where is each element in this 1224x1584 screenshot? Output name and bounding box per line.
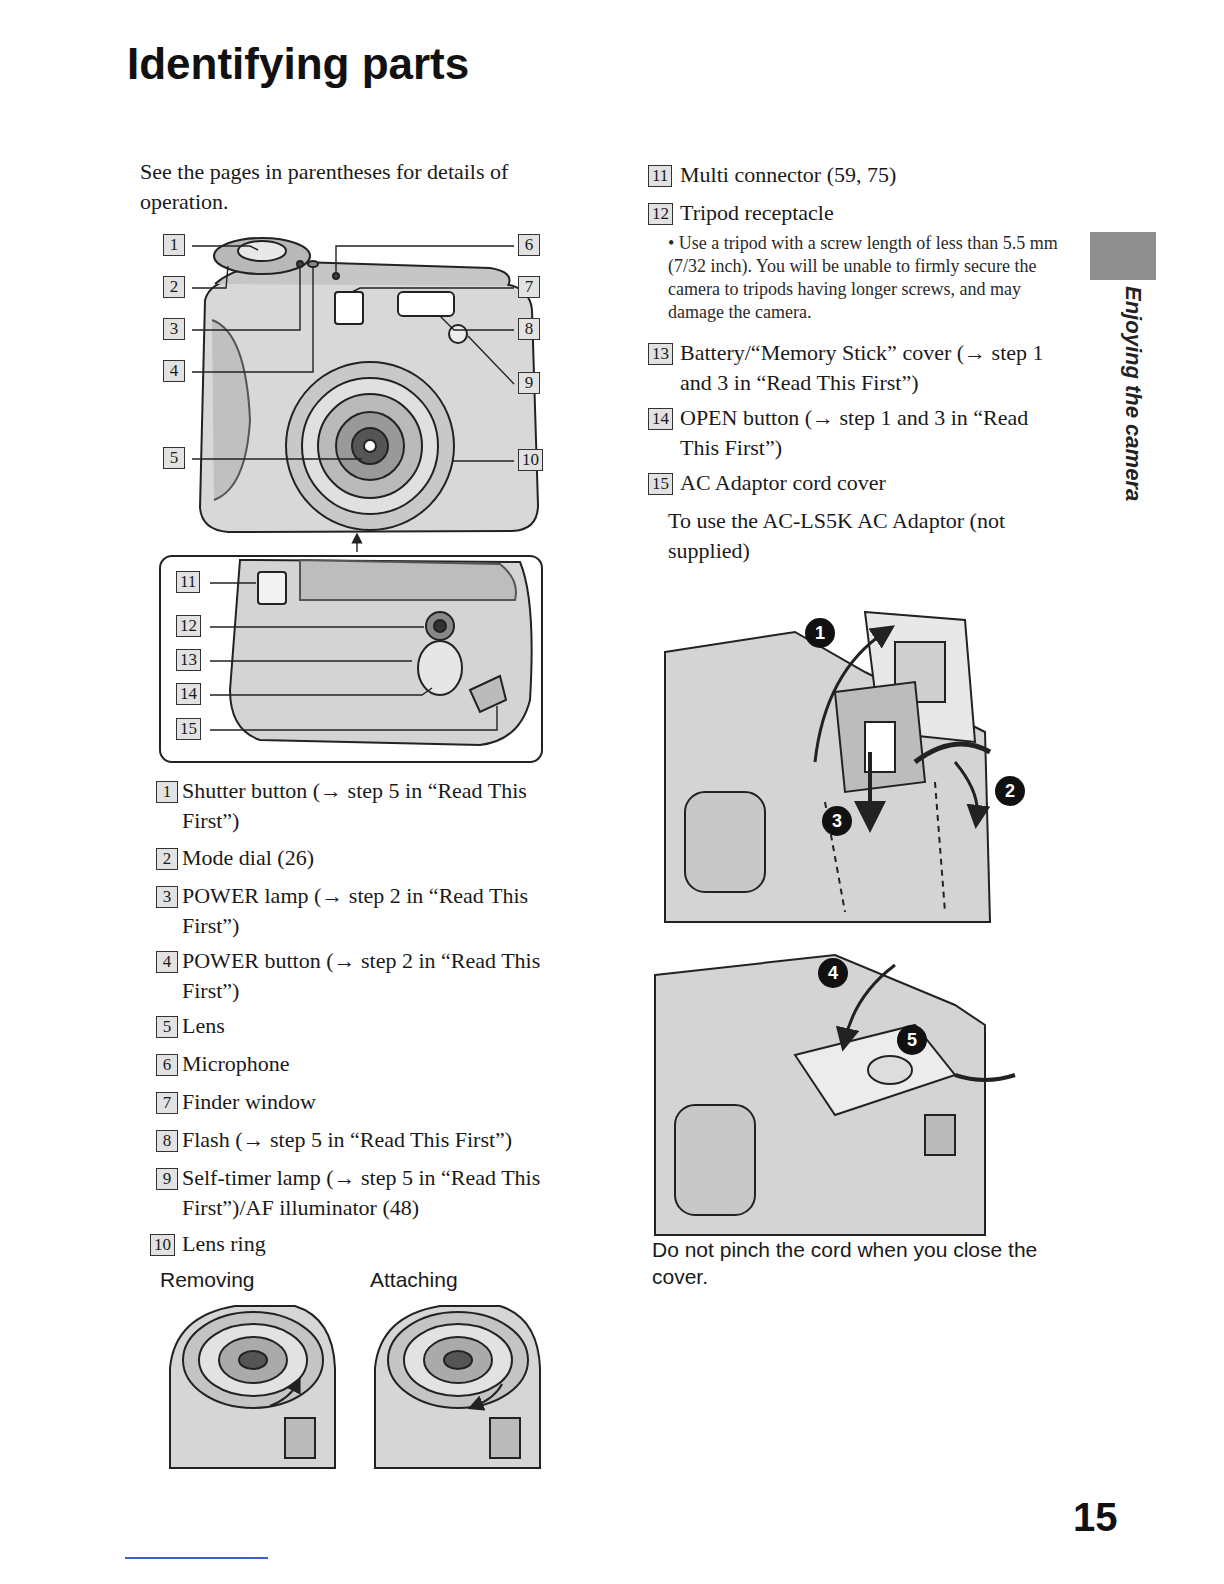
sub-label: Removing <box>160 1266 255 1293</box>
callout-number: 4 <box>163 360 185 382</box>
page-title: Identifying parts <box>127 38 469 90</box>
camera-bottom-inset <box>160 556 542 762</box>
item-number: 11 <box>648 165 672 187</box>
item-number: 2 <box>156 848 178 870</box>
part-name: POWER lamp (→ step 2 in “Read This First… <box>182 881 567 941</box>
step-marker: 5 <box>897 1025 927 1055</box>
section-tab: Enjoying the camera <box>1120 286 1146 501</box>
callout-number: 1 <box>163 234 185 256</box>
item-number: 7 <box>156 1092 178 1114</box>
battery-cover-open <box>665 612 990 922</box>
callout-number: 7 <box>518 276 540 298</box>
intro-text: See the pages in parentheses for details… <box>140 157 570 217</box>
note: • Use a tripod with a screw length of le… <box>668 232 1060 324</box>
callout-number: 12 <box>176 615 201 637</box>
item-number: 12 <box>648 203 673 225</box>
caption-note: Do not pinch the cord when you close the… <box>652 1236 1052 1290</box>
part-name: Self-timer lamp (→ step 5 in “Read This … <box>182 1163 567 1223</box>
callout-number: 15 <box>176 718 201 740</box>
item-number: 1 <box>156 781 178 803</box>
note: To use the AC-LS5K AC Adaptor (not suppl… <box>668 506 1060 566</box>
item-number: 3 <box>156 886 178 908</box>
step-marker: 2 <box>995 776 1025 806</box>
item-number: 15 <box>648 473 673 495</box>
sub-label: Attaching <box>370 1266 458 1293</box>
part-name: Battery/“Memory Stick” cover (→ step 1 a… <box>680 338 1060 398</box>
step-marker: 3 <box>822 806 852 836</box>
camera-front <box>200 238 538 532</box>
section-tab-mark <box>1090 232 1156 280</box>
callout-number: 14 <box>176 683 201 705</box>
item-number: 4 <box>156 951 178 973</box>
cover-closing <box>655 955 1015 1235</box>
part-name: Microphone <box>182 1049 567 1079</box>
part-name: Shutter button (→ step 5 in “Read This F… <box>182 776 567 836</box>
item-number: 5 <box>156 1016 178 1038</box>
part-name: POWER button (→ step 2 in “Read This Fir… <box>182 946 567 1006</box>
lens-ring-attaching <box>375 1306 540 1468</box>
footer-rule <box>125 1557 268 1559</box>
callout-number: 10 <box>518 449 543 471</box>
part-name: Flash (→ step 5 in “Read This First”) <box>182 1125 567 1155</box>
step-marker: 1 <box>805 618 835 648</box>
part-name: Lens ring <box>182 1229 567 1259</box>
part-name: OPEN button (→ step 1 and 3 in “Read Thi… <box>680 403 1060 463</box>
lens-ring-removing <box>170 1306 335 1468</box>
callout-number: 9 <box>518 372 540 394</box>
callout-number: 2 <box>163 276 185 298</box>
callout-number: 11 <box>176 571 200 593</box>
callout-number: 5 <box>163 447 185 469</box>
item-number: 10 <box>150 1234 175 1256</box>
inset-leaders <box>210 583 497 730</box>
callout-number: 6 <box>518 234 540 256</box>
step-marker: 4 <box>818 958 848 988</box>
item-number: 13 <box>648 343 673 365</box>
part-name: Mode dial (26) <box>182 843 567 873</box>
part-name: Finder window <box>182 1087 567 1117</box>
callout-number: 13 <box>176 649 201 671</box>
page-number: 15 <box>1073 1494 1118 1540</box>
item-number: 14 <box>648 408 673 430</box>
part-name: Multi connector (59, 75) <box>680 160 1060 190</box>
callout-number: 8 <box>518 318 540 340</box>
item-number: 8 <box>156 1130 178 1152</box>
leader-lines <box>192 246 514 552</box>
item-number: 9 <box>156 1168 178 1190</box>
callout-number: 3 <box>163 318 185 340</box>
part-name: Tripod receptacle <box>680 198 1060 228</box>
part-name: Lens <box>182 1011 567 1041</box>
part-name: AC Adaptor cord cover <box>680 468 1060 498</box>
item-number: 6 <box>156 1054 178 1076</box>
